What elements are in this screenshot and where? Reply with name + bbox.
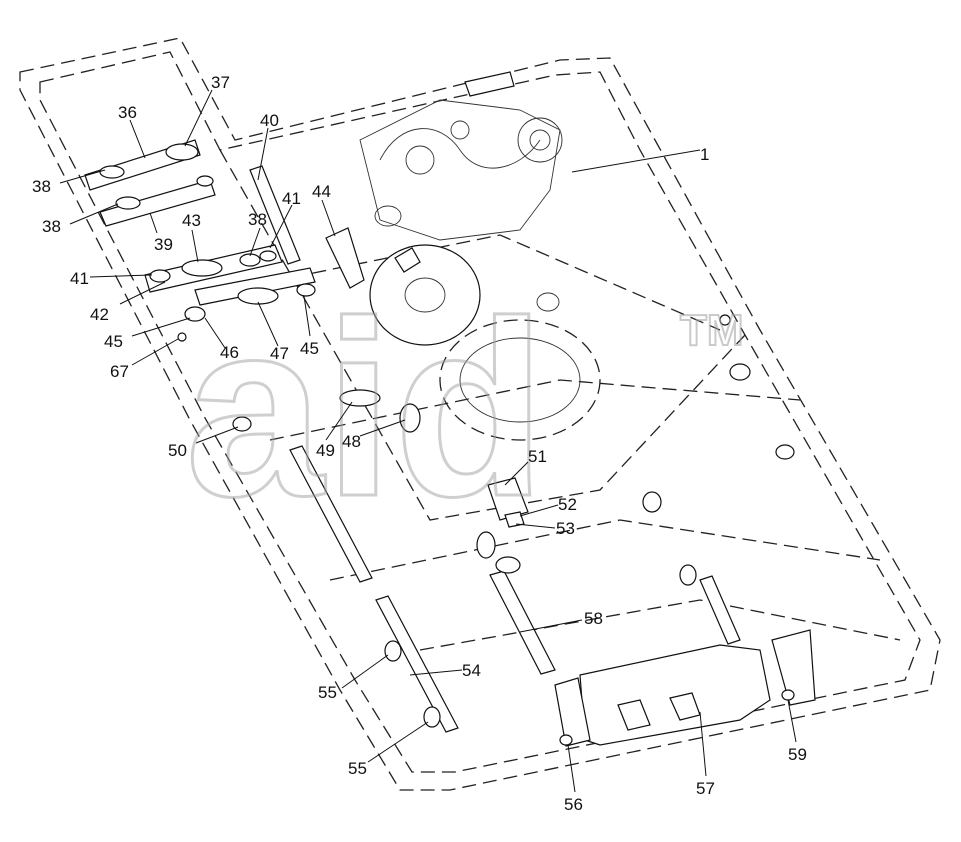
callout-49: 49 <box>316 441 335 460</box>
callout-51: 51 <box>528 447 547 466</box>
turntable-plate <box>369 205 560 346</box>
callout-52: 52 <box>558 495 577 514</box>
callouts: 1 36 37 38 38 38 39 40 41 41 42 43 44 45… <box>32 73 807 814</box>
callout-45a: 45 <box>104 332 123 351</box>
callout-58: 58 <box>584 609 603 628</box>
callout-54: 54 <box>462 661 481 680</box>
callout-39: 39 <box>154 235 173 254</box>
callout-57: 57 <box>696 779 715 798</box>
callout-48: 48 <box>342 432 361 451</box>
callout-55a: 55 <box>318 683 337 702</box>
grommets-right <box>464 71 795 586</box>
callout-56: 56 <box>564 795 583 814</box>
watermark-trademark: TM <box>680 306 744 355</box>
bracket-56 <box>554 677 591 747</box>
callout-50: 50 <box>168 441 187 460</box>
watermark-text: aid <box>185 269 546 548</box>
callout-38a: 38 <box>32 177 51 196</box>
callout-38c: 38 <box>248 210 267 229</box>
callout-41b: 41 <box>70 269 89 288</box>
callout-36: 36 <box>118 103 137 122</box>
callout-40: 40 <box>260 111 279 130</box>
bracket-43 <box>144 244 283 293</box>
watermark: aid TM <box>184 268 745 550</box>
gear-ring <box>439 319 601 441</box>
plate-57 <box>579 575 771 746</box>
callout-37: 37 <box>211 73 230 92</box>
bracket-51 <box>487 477 529 528</box>
bar-58 <box>476 531 556 675</box>
callout-38b: 38 <box>42 217 61 236</box>
callout-67: 67 <box>110 362 129 381</box>
callout-47: 47 <box>270 344 289 363</box>
callout-55b: 55 <box>348 759 367 778</box>
bracket-36 <box>84 139 201 191</box>
callout-42: 42 <box>90 305 109 324</box>
callout-41a: 41 <box>282 189 301 208</box>
callout-1: 1 <box>700 145 709 164</box>
bracket-39 <box>99 175 216 227</box>
engine-assembly <box>359 99 563 241</box>
bracket-47 <box>194 267 316 306</box>
callout-59: 59 <box>788 745 807 764</box>
seal-44 <box>325 227 365 289</box>
callout-45b: 45 <box>300 339 319 358</box>
bar-long-upper <box>289 445 373 583</box>
bar-40 <box>249 165 301 265</box>
callout-44: 44 <box>312 182 331 201</box>
callout-53: 53 <box>556 519 575 538</box>
callout-43: 43 <box>182 211 201 230</box>
bracket-59 <box>771 629 816 706</box>
bar-54 <box>375 595 459 733</box>
leader-lines <box>59 89 797 793</box>
callout-46: 46 <box>220 343 239 362</box>
